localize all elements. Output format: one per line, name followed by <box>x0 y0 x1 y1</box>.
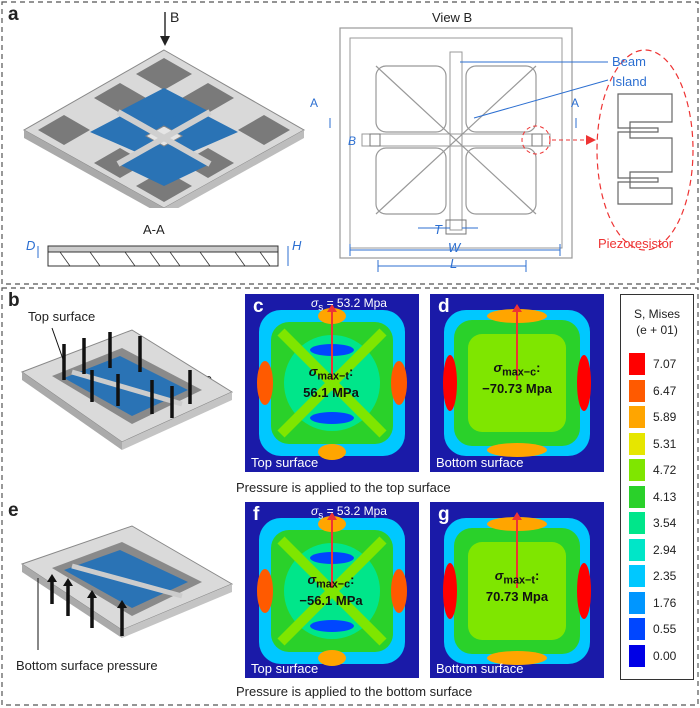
legend-swatch <box>629 538 645 561</box>
legend-swatch <box>629 618 645 641</box>
panel-f-surface-label: Top surface <box>251 661 319 676</box>
legend-swatch <box>629 591 645 614</box>
callout-island: Island <box>612 74 647 89</box>
legend-subtitle: (e + 01) <box>636 323 678 337</box>
legend-swatch <box>629 512 645 535</box>
dim-b-label: B <box>348 134 357 148</box>
dim-l-label: L <box>450 256 458 271</box>
panel-a-letter: a <box>8 4 19 25</box>
panel-f-sigma-s: σs = 53.2 Mpa <box>311 504 387 522</box>
legend-row: 2.35 <box>629 563 676 590</box>
panel-c-contour: c σs = 53.2 Mpa σmax−t:56.1 MPa Top surf… <box>245 294 419 472</box>
panel-b-letter: b <box>8 290 20 311</box>
legend-row: 1.76 <box>629 590 676 617</box>
legend-row: 5.31 <box>629 431 676 458</box>
bottom-pressure-label: Bottom surface pressure <box>16 658 158 673</box>
panel-c-surface-label: Top surface <box>251 455 319 470</box>
legend-tick: 1.76 <box>653 595 677 610</box>
panel-c-sigma-s: σs = 53.2 Mpa <box>311 296 387 314</box>
panel-c-max-stress: σmax−t:56.1 MPa <box>303 364 359 400</box>
legend-swatch <box>629 644 645 667</box>
device-3d-view <box>22 12 306 208</box>
legend-tick: 3.54 <box>653 516 677 531</box>
panel-f-max-stress: σmax−c:−56.1 MPa <box>299 572 363 608</box>
legend-row: 7.07 <box>629 351 676 378</box>
panel-f-stress-map <box>257 512 407 666</box>
legend-tick: 0.55 <box>653 622 677 637</box>
legend-row: 4.13 <box>629 484 676 511</box>
legend-swatch <box>629 379 645 402</box>
section-a-left: A <box>310 96 319 110</box>
panel-c-letter: c <box>253 296 264 317</box>
legend-tick: 4.13 <box>653 489 677 504</box>
panel-d-max-stress: σmax−c:−70.73 Mpa <box>482 360 552 396</box>
legend-row: 6.47 <box>629 378 676 405</box>
legend-row: 0.00 <box>629 643 676 670</box>
callout-piezoresistor: Piezoresistor <box>598 236 674 251</box>
panel-d-stress-map <box>443 304 591 457</box>
legend-row: 4.72 <box>629 457 676 484</box>
dim-h-label: H <box>292 238 302 253</box>
legend-row: 2.94 <box>629 537 676 564</box>
legend-swatch <box>629 353 645 376</box>
dim-d-label: D <box>26 238 36 253</box>
panel-g-max-stress: σmax−t:70.73 Mpa <box>485 568 549 604</box>
legend-tick: 5.31 <box>653 436 677 451</box>
caption-top-pressure: Pressure is applied to the top surface <box>236 480 451 495</box>
legend-tick: 2.35 <box>653 569 677 584</box>
dim-w-label: W <box>448 240 461 255</box>
arrow-b-label: B <box>170 9 180 25</box>
panel-f-letter: f <box>253 504 260 525</box>
legend-swatch <box>629 485 645 508</box>
panel-d-letter: d <box>438 296 450 317</box>
panel-f-contour: f σs = 53.2 Mpa σmax−c:−56.1 MPa Top sur… <box>245 502 419 678</box>
panel-g-contour: g σmax−t:70.73 Mpa Bottom surface <box>430 502 604 678</box>
bottom-pressure-illustration <box>20 525 234 650</box>
view-b-drawing <box>329 27 694 272</box>
callout-beam: Beam <box>612 54 646 69</box>
legend-tick: 4.72 <box>653 463 677 478</box>
caption-bottom-pressure: Pressure is applied to the bottom surfac… <box>236 684 473 699</box>
top-surface-label: Top surface <box>28 309 96 324</box>
panel-g-stress-map <box>443 512 591 665</box>
legend-tick: 0.00 <box>653 648 677 663</box>
legend-row: 3.54 <box>629 510 676 537</box>
dim-t-label: T <box>434 222 442 237</box>
legend-swatch <box>629 406 645 429</box>
legend-swatch <box>629 459 645 482</box>
legend-tick: 2.94 <box>653 542 677 557</box>
view-b-title: View B <box>432 10 473 25</box>
panel-c-stress-map <box>257 304 407 460</box>
legend-row: 0.55 <box>629 616 676 643</box>
legend-tick: 7.07 <box>653 357 677 372</box>
legend-title: S, Mises <box>633 307 680 321</box>
legend-swatch <box>629 432 645 455</box>
panel-e-letter: e <box>8 500 19 521</box>
legend-scale: 7.07 6.47 5.89 5.31 4.72 4.13 3.54 2.94 2.35 1.76… <box>629 351 676 669</box>
section-aa-label: A-A <box>143 222 165 237</box>
cross-section-view <box>37 245 289 267</box>
panel-d-contour: d σmax−c:−70.73 Mpa Bottom surface <box>430 294 604 472</box>
panel-g-letter: g <box>438 504 450 525</box>
legend-swatch <box>629 565 645 588</box>
panel-d-surface-label: Bottom surface <box>436 455 524 470</box>
panel-g-surface-label: Bottom surface <box>436 661 524 676</box>
legend-row: 5.89 <box>629 404 676 431</box>
legend-tick: 5.89 <box>653 410 677 425</box>
section-a-right: A <box>571 96 580 110</box>
top-pressure-illustration <box>20 327 234 450</box>
legend-tick: 6.47 <box>653 383 677 398</box>
stress-legend: S, Mises (e + 01) 7.07 6.47 5.89 5.31 4.72 4.… <box>620 294 694 680</box>
